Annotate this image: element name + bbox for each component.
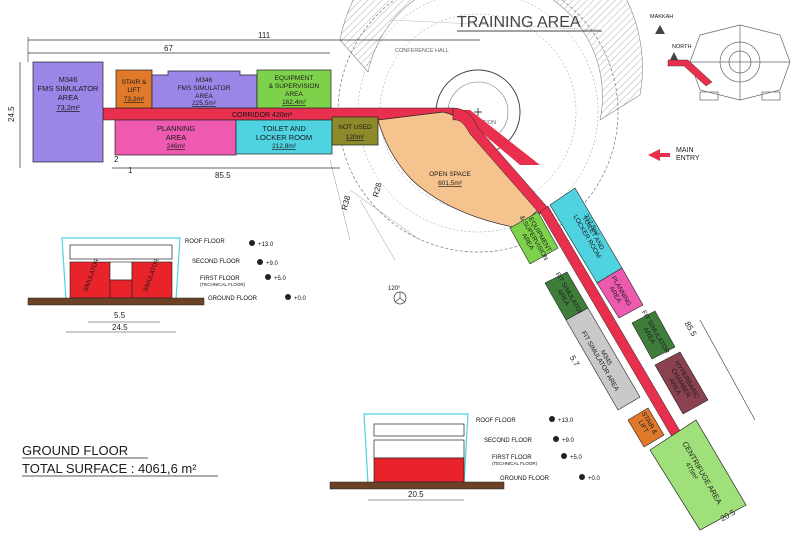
conference-hall-label: CONFERENCE HALL — [395, 48, 449, 54]
room-hyperbaric — [654, 351, 709, 415]
makkah-label: MAKKAH — [650, 14, 673, 20]
section-right-first: FIRST FLOOR — [492, 455, 532, 461]
section-left-roof-lv: +13.0 — [258, 242, 274, 248]
room-not-used — [331, 116, 379, 146]
diagonal-wing: EQUIPMENT& SUPERVISIONAREA TOILET ANDLOC… — [509, 187, 756, 531]
room-stair-lift-top-name: STAIR &LIFT — [122, 79, 147, 94]
section-right-w: 20.5 — [408, 490, 424, 499]
room-fit-sim-2 — [631, 310, 676, 360]
section-left-ground-lv: +0.0 — [294, 296, 307, 302]
dim-85-5-diag: 85.5 — [683, 320, 699, 338]
section-left-first-sub: (TECHNICAL FLOOR) — [200, 282, 246, 287]
angle-label: 120° — [388, 286, 401, 292]
room-planning-top-area: 246m² — [167, 143, 186, 150]
corridor-label: CORRIDOR 420m² — [232, 112, 293, 119]
north-arrow-icon — [670, 52, 678, 60]
north-label: NORTH — [672, 44, 691, 50]
section-left-first-lv: +5.0 — [274, 276, 287, 282]
section-left: SIMULATOR SIMULATOR ROOF FLOOR +13.0 SEC… — [27, 237, 307, 333]
room-toilet-top-area: 212,8m² — [272, 143, 297, 150]
training-area-highlight — [667, 59, 713, 87]
dim-r28: R28 — [371, 181, 384, 198]
section-right-roof-lv: +13.0 — [558, 418, 574, 424]
section-right-first-sub: (TECHNICAL FLOOR) — [492, 461, 538, 466]
room-stair-lift-top-area: 73,2m² — [124, 96, 145, 103]
room-m346-fms-top — [151, 70, 258, 109]
room-open-space-name: OPEN SPACE — [429, 171, 471, 178]
dim-5-7: 5.7 — [568, 354, 582, 369]
section-left-first: FIRST FLOOR — [200, 276, 240, 282]
room-equipment-top-area: 162,4m² — [282, 99, 307, 106]
section-left-w1: 5.5 — [114, 311, 126, 320]
dim-r38: R38 — [340, 194, 353, 211]
room-planning-diag — [596, 267, 644, 319]
room-open-space-area: 601,5m² — [438, 180, 463, 187]
room-m346-fms-left — [32, 61, 104, 163]
room-toilet-top — [235, 119, 333, 155]
section-right-first-lv: +5.0 — [570, 455, 583, 461]
page-title: TRAINING AREA — [457, 14, 581, 31]
dim-1: 1 — [128, 166, 133, 175]
section-left-second: SECOND FLOOR — [192, 259, 241, 265]
angle-marker: 120° — [388, 286, 407, 305]
total-surface-label: TOTAL SURFACE : 4061,6 m² — [22, 461, 197, 476]
top-dimensions: 111 67 24.5 85.5 1 2 R38 R28 — [7, 31, 480, 211]
ground-floor-label: GROUND FLOOR — [22, 443, 128, 458]
entry-arrow-icon — [648, 149, 670, 161]
dim-24-5: 24.5 — [7, 106, 16, 122]
section-right-ground: GROUND FLOOR — [500, 476, 550, 482]
section-left-w2: 24.5 — [112, 323, 128, 332]
room-planning-top — [114, 119, 237, 156]
room-centrifuge — [649, 419, 747, 531]
room-stair-lift-diag — [627, 407, 665, 448]
room-equipment-diag — [509, 211, 559, 265]
dim-67: 67 — [164, 44, 173, 53]
section-right-second-lv: +9.0 — [562, 438, 575, 444]
room-not-used-area: 120m² — [346, 134, 365, 141]
room-not-used-name: NOT USED — [338, 124, 372, 131]
section-right: ROOF FLOOR +13.0 SECOND FLOOR +9.0 FIRST… — [329, 413, 601, 501]
section-right-ground-lv: +0.0 — [588, 476, 601, 482]
room-m346-fms-top-area: 225,5m² — [192, 100, 217, 107]
room-equipment-top — [256, 69, 332, 109]
dim-85-5: 85.5 — [215, 171, 231, 180]
section-right-roof: ROOF FLOOR — [476, 418, 516, 424]
dim-111: 111 — [258, 31, 271, 40]
key-plan: MAKKAH NORTH — [650, 14, 791, 101]
section-left-second-lv: +9.0 — [266, 261, 279, 267]
dim-2: 2 — [114, 155, 119, 164]
room-m346-fms-left-area: 73,2m² — [56, 103, 80, 112]
makkah-arrow-icon — [655, 25, 665, 34]
section-left-ground: GROUND FLOOR — [208, 296, 258, 302]
room-m345-fit — [565, 307, 641, 411]
floor-summary: GROUND FLOOR TOTAL SURFACE : 4061,6 m² — [22, 443, 218, 477]
section-right-second: SECOND FLOOR — [484, 438, 533, 444]
section-left-roof: ROOF FLOOR — [185, 239, 225, 245]
room-stair-lift-top — [115, 69, 153, 109]
